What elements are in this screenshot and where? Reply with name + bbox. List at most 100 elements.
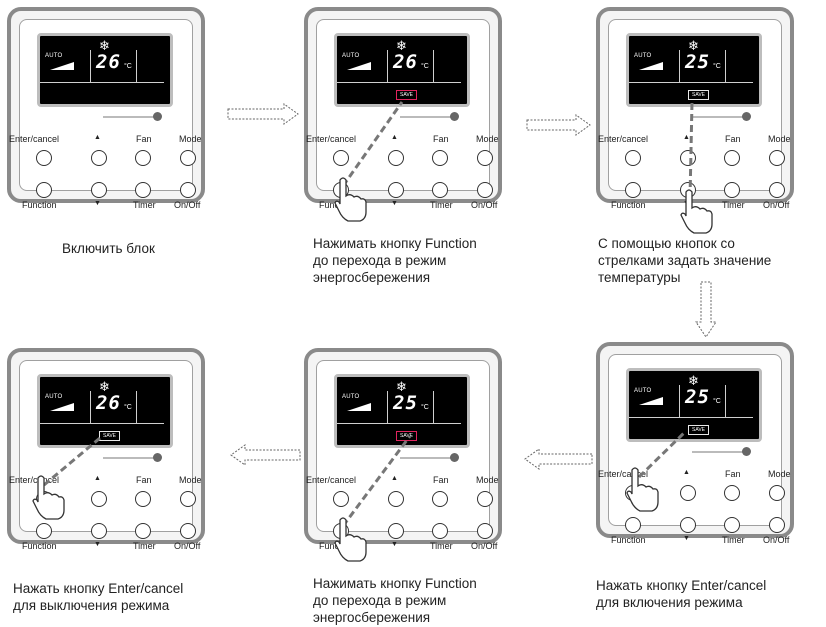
caption-line: для включения режима	[596, 595, 743, 610]
down-arrow-icon: ▼	[94, 200, 101, 207]
down-arrow-icon: ▼	[391, 200, 398, 207]
temperature-unit: °C	[713, 63, 721, 70]
timer-label: Timer	[722, 200, 745, 210]
function-button[interactable]	[625, 182, 641, 198]
caption-line: до перехода в режим	[313, 593, 447, 608]
down-button[interactable]	[91, 182, 107, 198]
down-button[interactable]	[388, 523, 404, 539]
led-line	[400, 116, 452, 118]
mode-button[interactable]	[180, 150, 196, 166]
up-button[interactable]	[680, 485, 696, 501]
timer-button[interactable]	[432, 182, 448, 198]
lcd-divider	[629, 417, 753, 418]
caption-line: стрелками задать значение	[598, 253, 772, 268]
mode-button[interactable]	[769, 485, 785, 501]
onoff-button[interactable]	[477, 523, 493, 539]
enter-cancel-label: Enter/cancel	[306, 475, 357, 485]
down-arrow-icon: ▼	[683, 535, 690, 542]
lcd-divider	[679, 50, 680, 82]
remote-panel: ❄ AUTO 26 °C Enter/cancel ▲ Fan Mode Fun…	[7, 7, 205, 210]
mode-label: Mode	[476, 134, 499, 144]
lcd-divider	[725, 50, 726, 82]
led-line	[103, 457, 155, 459]
lcd-divider	[433, 50, 434, 82]
fan-button[interactable]	[432, 491, 448, 507]
function-button[interactable]	[36, 182, 52, 198]
save-indicator: SAVE	[99, 431, 120, 441]
caption-line: Нажать кнопку Enter/cancel	[596, 578, 767, 593]
onoff-button[interactable]	[180, 523, 196, 539]
enter-cancel-button[interactable]	[333, 491, 349, 507]
hand-pointer-icon	[334, 517, 367, 562]
onoff-button[interactable]	[180, 182, 196, 198]
dotted-arrow-icon	[524, 448, 593, 470]
enter-cancel-button[interactable]	[36, 150, 52, 166]
auto-label: AUTO	[634, 388, 652, 394]
temperature-readout: 26	[393, 51, 418, 73]
fan-speed-icon	[50, 403, 74, 411]
temperature-unit: °C	[421, 63, 429, 70]
dotted-arrow-icon	[230, 444, 301, 466]
fan-button[interactable]	[135, 150, 151, 166]
function-button[interactable]	[36, 523, 52, 539]
up-button[interactable]	[91, 150, 107, 166]
lcd-divider	[136, 391, 137, 423]
temperature-readout: 26	[96, 392, 121, 414]
lcd-screen: ❄ AUTO 26 °C SAVE	[334, 33, 470, 107]
step-caption: С помощью кнопок со стрелками задать зна…	[598, 235, 771, 286]
onoff-label: On/Off	[174, 541, 201, 551]
timer-button[interactable]	[432, 523, 448, 539]
fan-button[interactable]	[724, 485, 740, 501]
mode-button[interactable]	[180, 491, 196, 507]
led-line	[692, 451, 744, 453]
up-button[interactable]	[388, 491, 404, 507]
down-arrow-icon: ▼	[391, 541, 398, 548]
mode-button[interactable]	[477, 150, 493, 166]
temperature-unit: °C	[124, 404, 132, 411]
fan-label: Fan	[433, 134, 449, 144]
led-line	[103, 116, 155, 118]
down-button[interactable]	[388, 182, 404, 198]
up-arrow-icon: ▲	[683, 134, 690, 141]
temperature-unit: °C	[124, 63, 132, 70]
onoff-button[interactable]	[477, 182, 493, 198]
fan-button[interactable]	[432, 150, 448, 166]
down-button[interactable]	[91, 523, 107, 539]
snowflake-icon: ❄	[688, 38, 699, 53]
enter-cancel-button[interactable]	[333, 150, 349, 166]
caption-line: энергосбережения	[313, 610, 431, 625]
mode-button[interactable]	[477, 491, 493, 507]
lcd-divider	[387, 391, 388, 423]
up-button[interactable]	[388, 150, 404, 166]
led-line	[400, 457, 452, 459]
enter-cancel-button[interactable]	[625, 150, 641, 166]
up-button[interactable]	[91, 491, 107, 507]
timer-button[interactable]	[135, 182, 151, 198]
temperature-readout: 26	[96, 51, 121, 73]
onoff-label: On/Off	[174, 200, 201, 210]
onoff-button[interactable]	[769, 182, 785, 198]
hand-pointer-icon	[334, 177, 367, 222]
up-arrow-icon: ▲	[391, 475, 398, 482]
temperature-unit: °C	[421, 404, 429, 411]
enter-cancel-label: Enter/cancel	[598, 469, 649, 479]
function-button[interactable]	[625, 517, 641, 533]
timer-button[interactable]	[135, 523, 151, 539]
enter-cancel-label: Enter/cancel	[306, 134, 357, 144]
down-arrow-icon: ▼	[94, 541, 101, 548]
caption-line: Нажать кнопку Enter/cancel	[13, 581, 184, 596]
fan-button[interactable]	[724, 150, 740, 166]
fan-button[interactable]	[135, 491, 151, 507]
remote-panel: ❄ AUTO 25 °C SAVE Enter/cancel ▲ Fan Mod…	[596, 342, 794, 545]
caption-line: энергосбережения	[313, 270, 431, 285]
enter-cancel-label: Enter/cancel	[9, 475, 60, 485]
timer-button[interactable]	[724, 517, 740, 533]
timer-button[interactable]	[724, 182, 740, 198]
function-label: Function	[611, 200, 646, 210]
down-button[interactable]	[680, 517, 696, 533]
onoff-button[interactable]	[769, 517, 785, 533]
mode-button[interactable]	[769, 150, 785, 166]
hand-pointer-icon	[32, 475, 65, 520]
enter-cancel-label: Enter/cancel	[9, 134, 60, 144]
onoff-label: On/Off	[471, 200, 498, 210]
